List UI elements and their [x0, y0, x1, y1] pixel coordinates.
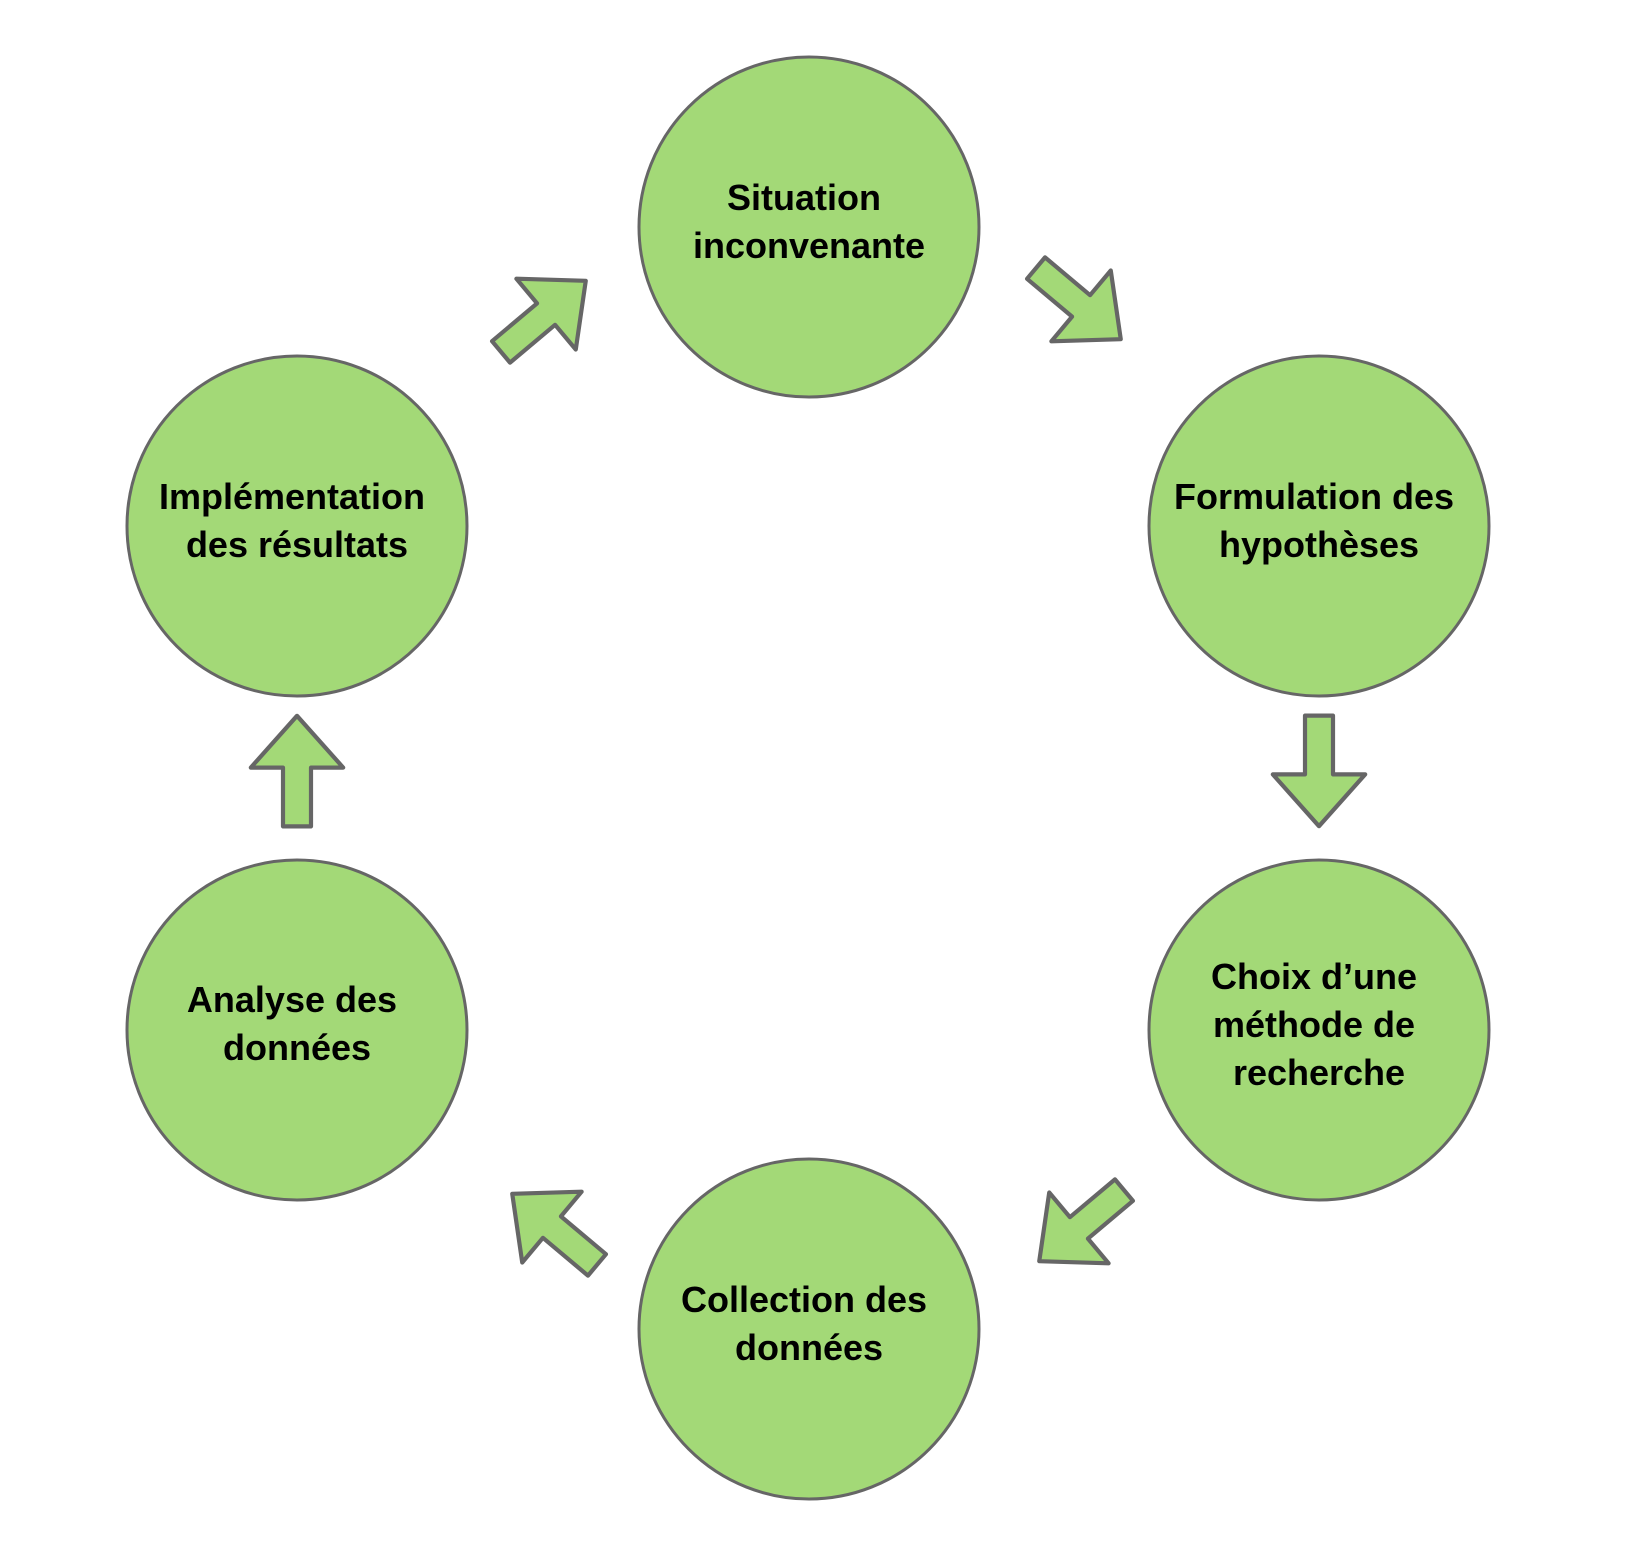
arrow-situation-to-formulation	[1024, 255, 1123, 344]
node-choix: Choix d’une méthode de recherche	[1147, 858, 1491, 1202]
arrow-up-left-icon	[510, 1189, 609, 1278]
node-label-line: Choix d’une	[1211, 956, 1417, 997]
node-implementation-label: Implémentation des résultats	[159, 476, 435, 565]
arrow-up-icon	[248, 713, 346, 829]
node-analyse-label: Analyse des données	[187, 979, 407, 1068]
node-label-line: inconvenante	[693, 225, 925, 266]
arrow-implementation-to-situation	[489, 276, 588, 365]
node-label-line: Implémentation	[159, 476, 425, 517]
node-label-line: des résultats	[186, 524, 408, 565]
node-analyse: Analyse des données	[125, 858, 469, 1202]
arrow-down-left-icon	[1037, 1177, 1136, 1266]
node-situation-label: Situation inconvenante	[693, 177, 925, 266]
node-collection-circle	[637, 1157, 981, 1501]
node-label-line: Situation	[727, 177, 881, 218]
node-formulation: Formulation des hypothèses	[1147, 354, 1491, 698]
node-situation: Situation inconvenante	[637, 55, 981, 399]
node-implementation: Implémentation des résultats	[125, 354, 469, 698]
node-label-line: Collection des	[681, 1279, 927, 1320]
node-label-line: méthode de	[1213, 1004, 1415, 1045]
node-formulation-circle	[1147, 354, 1491, 698]
node-label-line: recherche	[1233, 1052, 1405, 1093]
node-label-line: Formulation des	[1174, 476, 1454, 517]
arrow-collection-to-analyse	[510, 1189, 609, 1278]
node-collection: Collection des données	[637, 1157, 981, 1501]
node-analyse-circle	[125, 858, 469, 1202]
node-choix-circle	[1147, 858, 1491, 1202]
node-implementation-circle	[125, 354, 469, 698]
node-collection-label: Collection des données	[681, 1279, 937, 1368]
arrow-analyse-to-implementation	[248, 713, 346, 829]
node-choix-label: Choix d’une méthode de recherche	[1211, 956, 1427, 1093]
arrow-down-icon	[1270, 713, 1368, 829]
arrow-choix-to-collection	[1037, 1177, 1136, 1266]
node-label-line: données	[223, 1027, 371, 1068]
arrow-down-right-icon	[1024, 255, 1123, 344]
node-situation-circle	[637, 55, 981, 399]
node-label-line: hypothèses	[1219, 524, 1419, 565]
node-label-line: données	[735, 1327, 883, 1368]
node-formulation-label: Formulation des hypothèses	[1174, 476, 1464, 565]
arrow-formulation-to-choix	[1270, 713, 1368, 829]
arrow-up-right-icon	[489, 276, 588, 365]
node-label-line: Analyse des	[187, 979, 397, 1020]
